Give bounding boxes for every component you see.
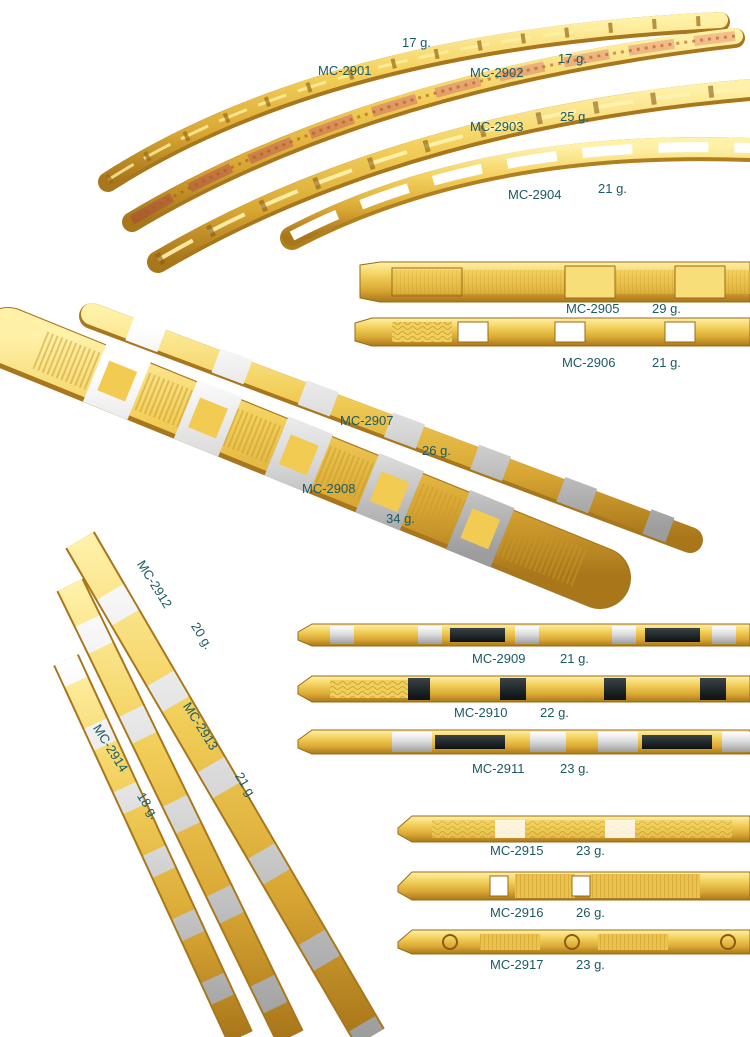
- weight-mc-2916: 26 g.: [576, 905, 605, 920]
- weight-mc-2907: 26 g.: [422, 443, 451, 458]
- weight-mc-2904: 21 g.: [598, 181, 627, 196]
- label-mc-2916: MC-2916: [490, 905, 544, 920]
- bracelet-mc-2906: [354, 317, 750, 347]
- bracelet-mc-2901: [98, 12, 730, 192]
- bracelet-mc-2910: [297, 675, 750, 703]
- bracelet-mc-2902: [122, 28, 745, 232]
- label-mc-2901: MC-2901: [318, 63, 372, 78]
- bracelet-mc-2905: [359, 261, 750, 303]
- bracelet-mc-2907: [79, 303, 703, 553]
- bracelet-mc-2909: [297, 623, 750, 647]
- bracelet-mc-2911: [297, 729, 750, 755]
- weight-mc-2917: 23 g.: [576, 957, 605, 972]
- bracelet-mc-2917: [397, 929, 750, 955]
- bracelet-mc-2912: [65, 531, 385, 1037]
- bracelet-mc-2914: [53, 654, 253, 1037]
- bracelet-mc-2916: [397, 871, 750, 901]
- weight-mc-2906: 21 g.: [652, 355, 681, 370]
- label-mc-2905: MC-2905: [566, 301, 620, 316]
- label-mc-2902: MC-2902: [470, 65, 524, 80]
- label-mc-2915: MC-2915: [490, 843, 544, 858]
- label-mc-2907: MC-2907: [340, 413, 394, 428]
- bracelet-mc-2913: [56, 578, 304, 1037]
- weight-mc-2902: 17 g.: [558, 51, 587, 66]
- bracelet-mc-2915: [397, 815, 750, 843]
- weight-mc-2908: 34 g.: [386, 511, 415, 526]
- label-mc-2906: MC-2906: [562, 355, 616, 370]
- weight-mc-2910: 22 g.: [540, 705, 569, 720]
- weight-mc-2911: 23 g.: [560, 761, 589, 776]
- weight-mc-2903: 25 g.: [560, 109, 589, 124]
- label-mc-2910: MC-2910: [454, 705, 508, 720]
- bracelet-mc-2908: [0, 307, 631, 609]
- bracelet-mc-2904: [280, 137, 750, 250]
- weight-mc-2909: 21 g.: [560, 651, 589, 666]
- label-mc-2908: MC-2908: [302, 481, 356, 496]
- label-mc-2911: MC-2911: [472, 761, 525, 776]
- weight-mc-2905: 29 g.: [652, 301, 681, 316]
- label-mc-2903: MC-2903: [470, 119, 524, 134]
- label-mc-2904: MC-2904: [508, 187, 562, 202]
- bracelet-mc-2903: [147, 79, 750, 273]
- label-mc-2909: MC-2909: [472, 651, 526, 666]
- weight-mc-2901: 17 g.: [402, 35, 431, 50]
- weight-mc-2915: 23 g.: [576, 843, 605, 858]
- label-mc-2917: MC-2917: [490, 957, 544, 972]
